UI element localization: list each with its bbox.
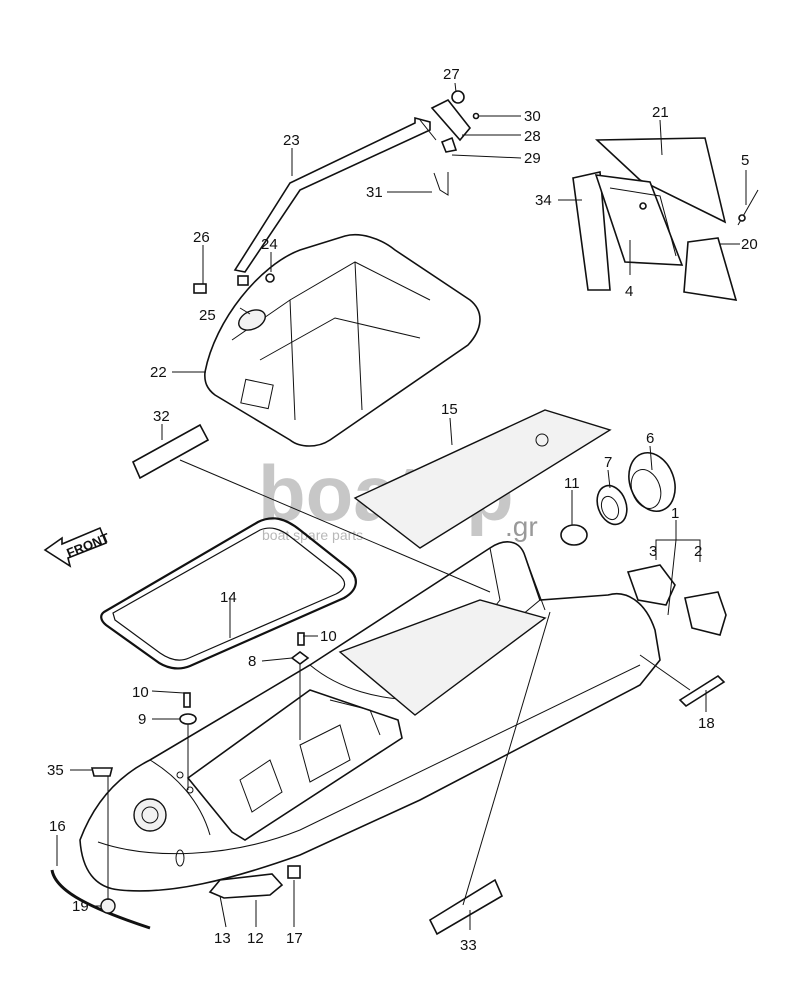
- callout-28: 28: [524, 128, 541, 145]
- callout-2: 2: [694, 543, 702, 560]
- callout-7: 7: [604, 454, 612, 471]
- mat-part: [353, 409, 612, 549]
- callout-25: 25: [199, 307, 216, 324]
- callout-17: 17: [286, 930, 303, 947]
- callout-29: 29: [524, 150, 541, 167]
- callout-11: 11: [564, 475, 580, 492]
- callout-6: 6: [646, 430, 654, 447]
- engine-hood-part: [204, 234, 481, 447]
- callout-16: 16: [49, 818, 66, 835]
- callout-24: 24: [261, 236, 278, 253]
- callout-30: 30: [524, 108, 541, 125]
- callout-15: 15: [441, 401, 458, 418]
- callout-4: 4: [625, 283, 633, 300]
- callout-19: 19: [72, 898, 89, 915]
- callout-3: 3: [649, 543, 657, 560]
- watermark-tagline: boat spare parts: [262, 527, 363, 543]
- bumper-pieces: [626, 564, 727, 636]
- hood-gasket: [100, 517, 357, 670]
- handle-pole-part: [233, 116, 437, 273]
- callout-8: 8: [248, 653, 256, 670]
- callout-34: 34: [535, 192, 552, 209]
- callout-18: 18: [698, 715, 715, 732]
- watermark-tld: .gr: [505, 511, 538, 542]
- callout-1: 1: [671, 505, 679, 522]
- callout-21: 21: [652, 104, 669, 121]
- callout-14: 14: [220, 589, 237, 606]
- callout-35: 35: [47, 762, 64, 779]
- callout-13: 13: [214, 930, 231, 947]
- callout-9: 9: [138, 711, 146, 728]
- leader-lines: [56, 82, 747, 930]
- top-hardware: [193, 90, 480, 294]
- front-direction-arrow: FRONT: [43, 526, 112, 568]
- callout-5: 5: [741, 152, 749, 169]
- callout-labels: 27 30 28 29 21 5 23 31 34 20 26 24 4 25 …: [47, 66, 758, 954]
- callout-22: 22: [150, 364, 167, 381]
- callout-27: 27: [443, 66, 460, 83]
- callout-10-lower: 10: [132, 684, 149, 701]
- callout-31: 31: [366, 184, 383, 201]
- rings-and-sleeves: [560, 452, 676, 546]
- loose-parts: [50, 423, 726, 936]
- callout-12: 12: [247, 930, 264, 947]
- callout-10-upper: 10: [320, 628, 337, 645]
- callout-32: 32: [153, 408, 170, 425]
- callout-20: 20: [741, 236, 758, 253]
- hull-part: [79, 541, 661, 899]
- callout-33: 33: [460, 937, 477, 954]
- cover-plates: [572, 137, 759, 301]
- callout-26: 26: [193, 229, 210, 246]
- callout-23: 23: [283, 132, 300, 149]
